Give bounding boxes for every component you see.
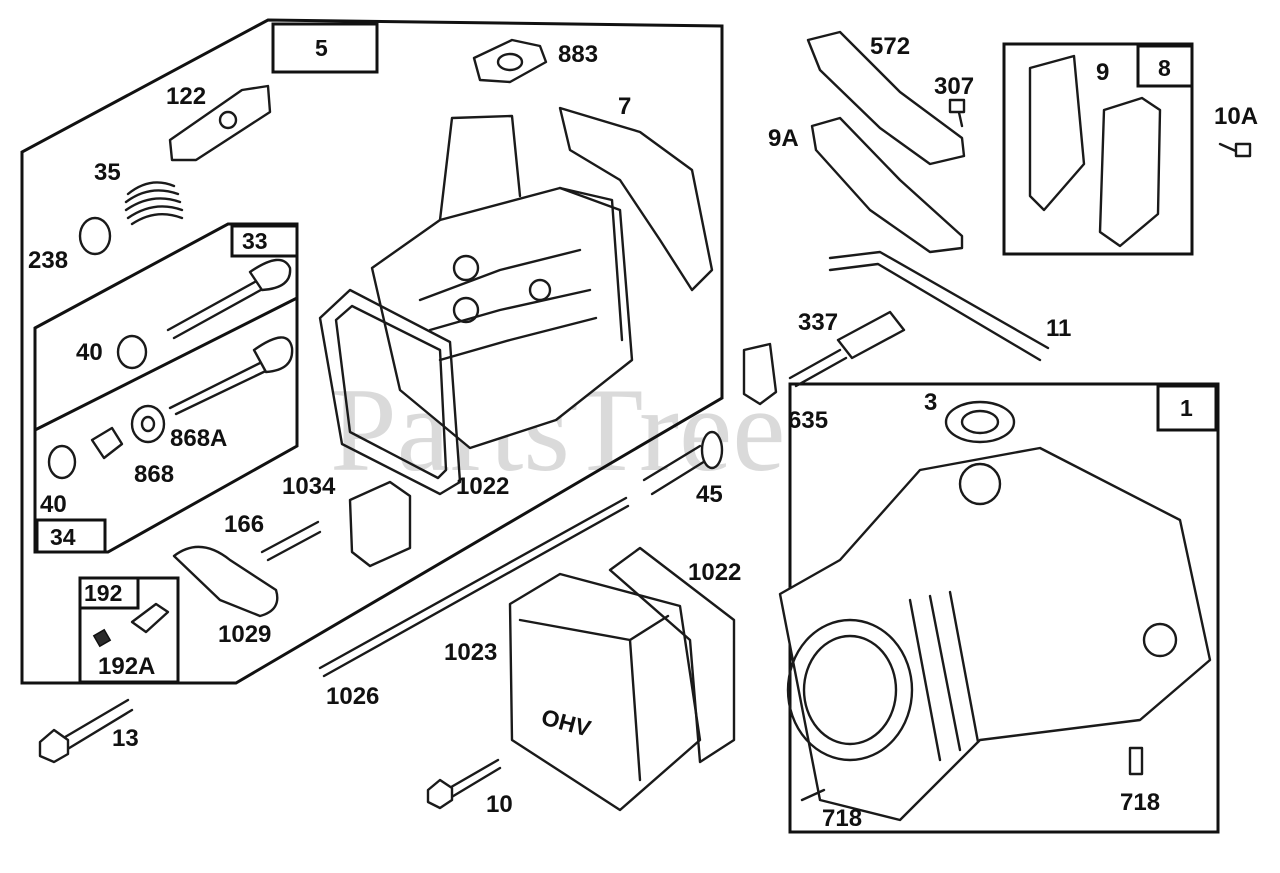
group-8-label-box	[1136, 44, 1194, 88]
intake-valve-part	[168, 336, 294, 416]
valve-cover-gasket-lower-part	[608, 546, 736, 764]
callout-10: 10	[486, 791, 513, 818]
callout-337: 337	[798, 309, 838, 336]
group-5-label-box	[271, 22, 379, 74]
valve-cover-gasket-inner	[334, 304, 448, 480]
callout-1022-upper: 1022	[456, 473, 509, 500]
head-gasket-part	[558, 106, 714, 292]
group-34-label: 34	[50, 524, 76, 550]
group-33-34-frame	[33, 222, 299, 554]
group-1-label-box	[1156, 384, 1218, 432]
group-33-label: 33	[242, 228, 268, 254]
callout-10A: 10A	[1214, 103, 1258, 130]
dowel-pin-part-2	[1128, 746, 1144, 776]
push-rod-part	[318, 496, 630, 678]
callout-883: 883	[558, 41, 598, 68]
spark-plug-boot-part	[742, 342, 778, 406]
callout-40-lower: 40	[40, 491, 67, 518]
oil-seal-part	[944, 400, 1016, 444]
rocker-arm-part	[172, 545, 279, 618]
breather-gasket-part	[810, 116, 964, 254]
callout-11: 11	[1046, 315, 1071, 342]
valve-seal-part	[90, 426, 124, 460]
callout-1026: 1026	[326, 683, 379, 710]
callout-166: 166	[224, 511, 264, 538]
breather-assembly-part	[1098, 96, 1162, 248]
valve-cap-part	[78, 216, 112, 256]
intake-gasket-part	[472, 38, 548, 84]
callout-1022-lower: 1022	[688, 559, 741, 586]
cover-bolt-part	[426, 758, 502, 810]
screw-part	[948, 98, 966, 128]
callout-35: 35	[94, 159, 121, 186]
oil-seal-inner	[960, 409, 1000, 435]
callout-9A: 9A	[768, 125, 799, 152]
callout-13: 13	[112, 725, 139, 752]
dowel-pin-part	[800, 788, 826, 802]
callout-238: 238	[28, 247, 68, 274]
valve-washer-part	[130, 404, 166, 444]
intake-gasket-hole	[496, 52, 524, 72]
callout-122: 122	[166, 83, 206, 110]
cylinder-block-part	[778, 446, 1212, 822]
breather-plate-part	[348, 480, 412, 568]
callout-572: 572	[870, 33, 910, 60]
group-1-label: 1	[1180, 395, 1193, 421]
valve-spring-part	[124, 181, 184, 226]
callout-718-right: 718	[1120, 789, 1160, 816]
breather-cover-gasket-part	[1028, 54, 1086, 212]
valve-cover-gasket-part	[318, 288, 462, 496]
callout-192A: 192A	[98, 653, 155, 680]
spark-plug-part	[788, 310, 906, 388]
breather-screw-part	[1218, 142, 1252, 158]
callout-1034: 1034	[282, 473, 336, 500]
set-screw-part	[92, 628, 112, 648]
group-192-label-box	[78, 576, 140, 610]
callout-3: 3	[924, 389, 937, 416]
callout-1023: 1023	[444, 639, 497, 666]
breather-tube-part	[828, 250, 1050, 362]
group-5-label: 5	[315, 35, 328, 61]
push-rod-guide-hole	[218, 110, 238, 130]
adjust-screw-part	[130, 602, 170, 634]
group-34-label-box	[35, 518, 107, 554]
group-8-label: 8	[1158, 55, 1171, 81]
valve-cover-part: OHV	[508, 572, 702, 812]
cylinder-head-part	[370, 114, 634, 450]
group-5-frame	[20, 18, 724, 685]
group-8-frame	[1002, 42, 1194, 256]
group-192-label: 192	[84, 580, 122, 606]
bolt-part	[38, 698, 134, 764]
group-33-divider	[34, 296, 298, 432]
callout-45: 45	[696, 481, 723, 508]
valve-washer-hole	[140, 415, 156, 433]
callout-868: 868	[134, 461, 174, 488]
callout-9: 9	[1096, 59, 1109, 86]
group-33-label-box	[230, 224, 299, 258]
exhaust-valve-part	[166, 258, 292, 340]
callout-635: 635	[788, 407, 828, 434]
callout-307: 307	[934, 73, 974, 100]
exhaust-gasket-part	[806, 30, 966, 166]
callout-7: 7	[618, 93, 631, 120]
valve-retainer-part	[116, 334, 148, 370]
rocker-stud-part	[260, 520, 322, 562]
callout-1029: 1029	[218, 621, 271, 648]
callout-868A: 868A	[170, 425, 227, 452]
callout-40-upper: 40	[76, 339, 103, 366]
valve-retainer-part-2	[47, 444, 77, 480]
intake-tube-part	[642, 430, 724, 496]
callout-718-left: 718	[822, 805, 862, 832]
